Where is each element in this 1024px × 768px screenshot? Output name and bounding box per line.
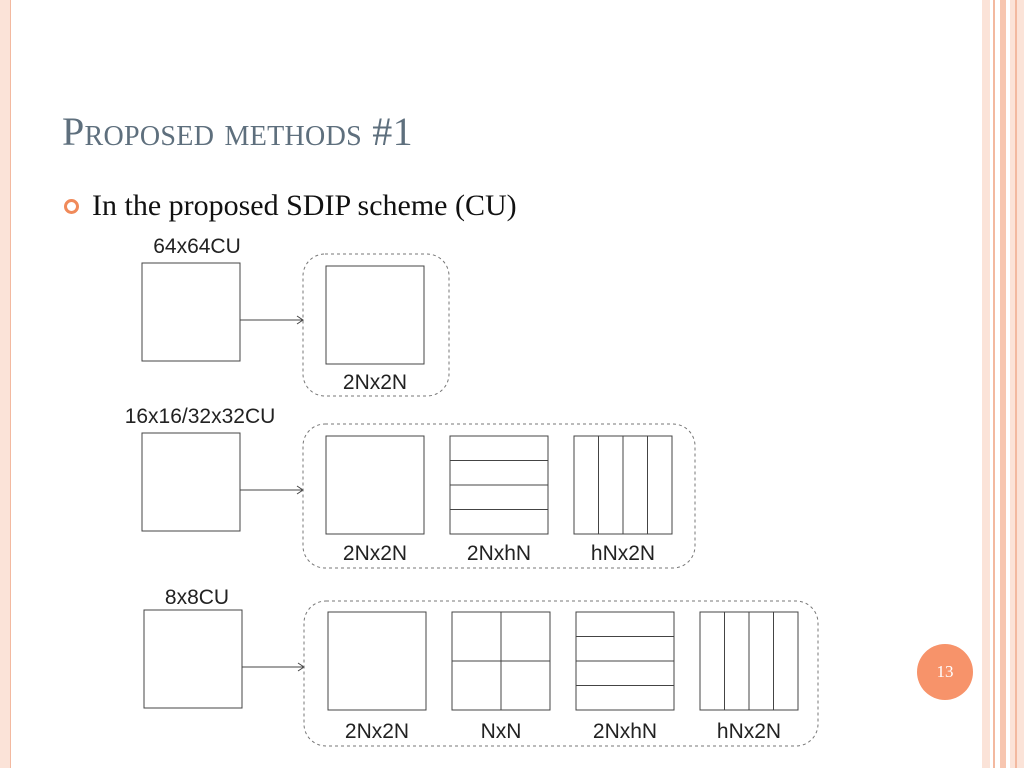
partition-group-box	[302, 253, 450, 397]
partition-group-box	[303, 600, 819, 747]
partition-label: NxN	[481, 720, 522, 743]
page-number-badge: 13	[917, 644, 973, 700]
bullet-text: In the proposed SDIP scheme (CU)	[92, 189, 517, 222]
partition-label: 2Nx2N	[343, 371, 407, 394]
cu-block	[141, 262, 241, 362]
partition-group-box	[302, 423, 696, 569]
partition-label: 2Nx2N	[345, 720, 409, 743]
cu-size-label: 16x16/32x32CU	[125, 405, 276, 428]
cu-size-label: 64x64CU	[153, 235, 241, 258]
right-frame-decoration	[982, 0, 1024, 768]
cu-size-label: 8x8CU	[165, 586, 229, 609]
slide-title: Proposed methods #1	[62, 109, 413, 154]
cu-block	[141, 432, 241, 532]
partition-block-2nx2n	[325, 435, 425, 535]
partition-label: 2NxhN	[467, 542, 531, 565]
partition-label: hNx2N	[591, 542, 655, 565]
partition-label: hNx2N	[717, 720, 781, 743]
partition-block-2nx2n	[325, 265, 425, 365]
arrow-head-icon	[296, 315, 304, 325]
left-frame-decoration	[0, 0, 11, 768]
partition-block-2nx2n	[327, 611, 427, 711]
bullet-ring-icon	[64, 199, 79, 214]
partition-label: 2NxhN	[593, 720, 657, 743]
cu-block	[143, 609, 243, 709]
partition-label: 2Nx2N	[343, 542, 407, 565]
